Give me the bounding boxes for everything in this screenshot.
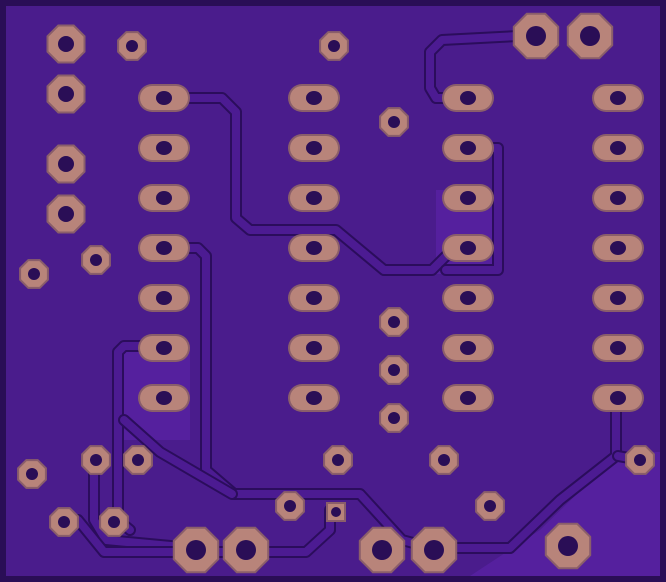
trace (426, 32, 522, 102)
trace (120, 416, 236, 498)
drill-hole (126, 40, 138, 52)
drill-hole (610, 91, 626, 105)
drill-hole (186, 540, 206, 560)
drill-hole (610, 191, 626, 205)
drill-hole (460, 191, 476, 205)
drill-hole (388, 412, 400, 424)
drill-hole (331, 507, 341, 517)
drill-hole (438, 454, 450, 466)
drill-hole (28, 268, 40, 280)
drill-hole (58, 206, 74, 222)
drill-hole (484, 500, 496, 512)
drill-hole (156, 391, 172, 405)
drill-hole (328, 40, 340, 52)
drill-hole (156, 291, 172, 305)
drill-hole (460, 91, 476, 105)
trace (90, 456, 196, 552)
drill-hole (156, 341, 172, 355)
drill-hole (332, 454, 344, 466)
trace (186, 94, 470, 274)
drill-hole (306, 341, 322, 355)
drill-hole (90, 454, 102, 466)
trace (428, 394, 620, 552)
drill-hole (156, 241, 172, 255)
drill-hole (26, 468, 38, 480)
drill-hole (156, 191, 172, 205)
drill-hole (108, 516, 120, 528)
trace (74, 506, 334, 556)
copper-pads (17, 12, 655, 574)
drill-hole (58, 86, 74, 102)
drill-hole (372, 540, 392, 560)
drill-hole (610, 241, 626, 255)
drill-hole (306, 291, 322, 305)
drill-hole (610, 391, 626, 405)
drill-hole (460, 141, 476, 155)
drill-hole (610, 291, 626, 305)
drill-hole (610, 341, 626, 355)
drill-hole (388, 116, 400, 128)
drill-hole (424, 540, 444, 560)
drill-hole (58, 36, 74, 52)
drill-hole (132, 454, 144, 466)
drill-hole (388, 316, 400, 328)
drill-hole (460, 291, 476, 305)
drill-hole (580, 26, 600, 46)
drill-hole (156, 141, 172, 155)
drill-hole (460, 241, 476, 255)
drill-hole (526, 26, 546, 46)
drill-hole (610, 141, 626, 155)
drill-hole (306, 141, 322, 155)
drill-hole (306, 241, 322, 255)
drill-hole (58, 516, 70, 528)
drill-hole (558, 536, 578, 556)
drill-hole (634, 454, 646, 466)
drill-hole (156, 91, 172, 105)
drill-hole (460, 341, 476, 355)
drill-hole (460, 391, 476, 405)
drill-hole (306, 391, 322, 405)
drill-hole (306, 91, 322, 105)
drill-hole (306, 191, 322, 205)
drill-hole (388, 364, 400, 376)
drill-hole (90, 254, 102, 266)
drill-hole (284, 500, 296, 512)
drill-hole (236, 540, 256, 560)
drill-hole (58, 156, 74, 172)
